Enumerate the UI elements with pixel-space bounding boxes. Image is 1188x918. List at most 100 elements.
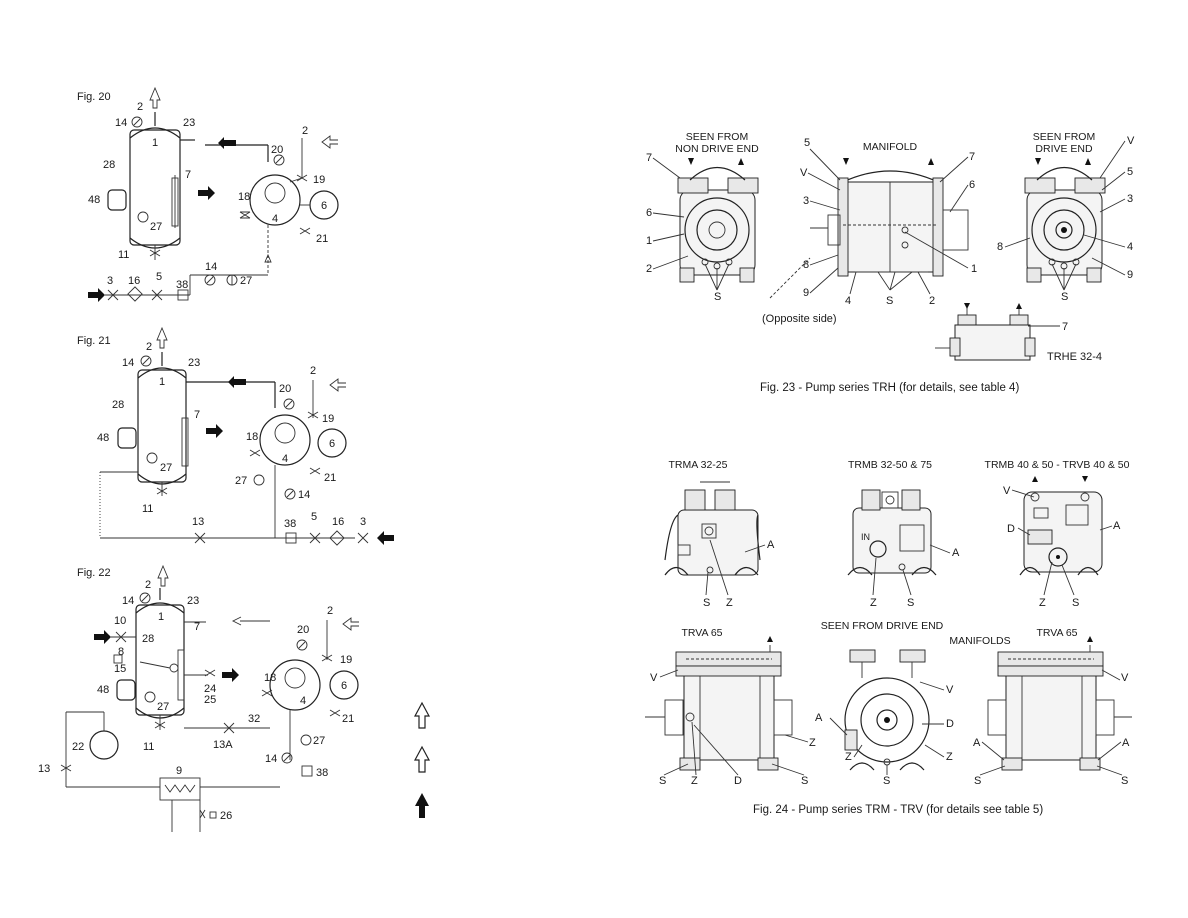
fig24-trmb-view: IN A Z S <box>847 489 960 609</box>
fig21-label: 1 <box>159 376 165 388</box>
fig23-pump-non-drive-end: 7 6 1 2 S <box>646 152 759 303</box>
fig24-label: A <box>815 712 823 724</box>
fig22-label: 28 <box>142 633 154 645</box>
fig21-label: 2 <box>310 365 316 377</box>
fig21-label: 3 <box>360 516 366 528</box>
fig23-diagram: SEEN FROM NON DRIVE END MANIFOLD SEEN FR… <box>646 131 1135 394</box>
fig20-title: Fig. 20 <box>77 91 111 103</box>
fig23-header-left-1: SEEN FROM <box>686 131 748 143</box>
fig20-label: 48 <box>88 194 100 206</box>
fig22-label: 7 <box>194 621 200 633</box>
fig24-label: V <box>650 672 658 684</box>
fig20-label: 18 <box>238 191 250 203</box>
fig20-label: 14 <box>205 261 217 273</box>
fig22-label: 11 <box>143 741 154 753</box>
fig24-title-trma: TRMA 32-25 <box>669 459 728 471</box>
fig20-label: 2 <box>137 101 143 113</box>
fig23-pump-side-manifold: 5 V 3 8 9 4 S 2 1 6 7 (Opposite side) <box>762 137 977 325</box>
fig24-label: D <box>946 718 954 730</box>
fig22-label: 14 <box>265 753 277 765</box>
fig21-label: 19 <box>322 413 334 425</box>
fig24-label: S <box>801 775 808 787</box>
fig23-header-right-1: SEEN FROM <box>1033 131 1095 143</box>
fig24-caption: Fig. 24 - Pump series TRM - TRV (for det… <box>753 804 1043 816</box>
fig21-label: 13 <box>192 516 204 528</box>
fig21-label: 4 <box>282 453 288 465</box>
fig24-label: Z <box>946 751 953 763</box>
fig24-label: Z <box>870 597 877 609</box>
fig22-label: 2 <box>327 605 333 617</box>
fig23-label: 4 <box>1127 241 1133 253</box>
fig23-label: V <box>800 167 808 179</box>
fig23-label: S <box>714 291 721 303</box>
fig22-label: 25 <box>204 694 216 706</box>
fig22-label: 14 <box>122 595 134 607</box>
gas-flow-arrow-icon <box>413 701 431 729</box>
fig22-label: 26 <box>220 810 232 822</box>
fig23-trhe-title: TRHE 32-4 <box>1047 351 1102 363</box>
fig23-label: 7 <box>1062 321 1068 333</box>
fig22-label: 18 <box>264 672 276 684</box>
fig21-label: 11 <box>142 503 153 515</box>
fig21-label: 6 <box>329 438 335 450</box>
fig23-label: 2 <box>929 295 935 307</box>
liquid-flow-arrow-icon <box>415 793 429 818</box>
fig24-label: A <box>952 547 960 559</box>
fig24-in-label: IN <box>861 532 870 542</box>
fig23-header-right-2: DRIVE END <box>1035 143 1093 155</box>
fig24-trva-left-view: V Z S Z D S <box>645 636 816 787</box>
fig21-motor-6 <box>317 428 347 458</box>
fig24-label: Z <box>845 751 852 763</box>
fig22-label: 32 <box>248 713 260 725</box>
fig20-label: 5 <box>156 271 162 283</box>
fig23-label: S <box>1061 291 1068 303</box>
fig24-label: S <box>1072 597 1079 609</box>
fig21-diagram: Fig. 21 <box>77 326 394 546</box>
fig21-label: 21 <box>324 472 336 484</box>
fig22-label: 24 <box>204 683 216 695</box>
fig24-diagram: TRMA 32-25 TRMB 32-50 & 75 TRMB 40 & 50 … <box>645 459 1132 816</box>
fig22-label: 23 <box>187 595 199 607</box>
fig22-label: 10 <box>114 615 126 627</box>
fig22-label: 4 <box>300 695 306 707</box>
fig23-header-left-2: NON DRIVE END <box>675 143 759 155</box>
fig20-label: 7 <box>185 169 191 181</box>
fig23-label: 7 <box>646 152 652 164</box>
fig21-label: 16 <box>332 516 344 528</box>
fig23-label: 3 <box>803 195 809 207</box>
fig22-label: 13A <box>213 739 233 751</box>
fig24-title-trva-right: TRVA 65 <box>1036 627 1077 639</box>
fig22-label: 19 <box>340 654 352 666</box>
fig22-label: 20 <box>297 624 309 636</box>
fig20-label: 21 <box>316 233 328 245</box>
fig24-label: D <box>734 775 742 787</box>
fig23-label: 9 <box>803 287 809 299</box>
fig21-title: Fig. 21 <box>77 335 111 347</box>
fig24-label: S <box>907 597 914 609</box>
fig24-trma-view: A S Z <box>664 481 775 609</box>
fig20-label: 16 <box>128 275 140 287</box>
fig21-label: 48 <box>97 432 109 444</box>
fig24-title-trva-left: TRVA 65 <box>681 627 722 639</box>
fig24-title-trmb: TRMB 32-50 & 75 <box>848 459 932 471</box>
fig24-title-drive-end: SEEN FROM DRIVE END <box>821 620 944 632</box>
fig23-label: 8 <box>997 241 1003 253</box>
fig22-label: 27 <box>157 701 169 713</box>
fig23-label: 4 <box>845 295 851 307</box>
fig23-label: 7 <box>969 151 975 163</box>
fig22-label: 6 <box>341 680 347 692</box>
fig24-label: V <box>946 684 954 696</box>
fig21-label: 14 <box>298 489 310 501</box>
fig23-label: S <box>886 295 893 307</box>
fig24-label: S <box>659 775 666 787</box>
fig20-label: 27 <box>240 275 252 287</box>
fig20-inlet-arrow-icon <box>88 288 105 302</box>
fig24-label: V <box>1121 672 1129 684</box>
fig20-label: 38 <box>176 279 188 291</box>
fig22-label: 13 <box>38 763 50 775</box>
fig20-label: 20 <box>271 144 283 156</box>
fig21-label: 2 <box>146 341 152 353</box>
fig23-caption: Fig. 23 - Pump series TRH (for details, … <box>760 382 1019 394</box>
fig24-label: D <box>1007 523 1015 535</box>
